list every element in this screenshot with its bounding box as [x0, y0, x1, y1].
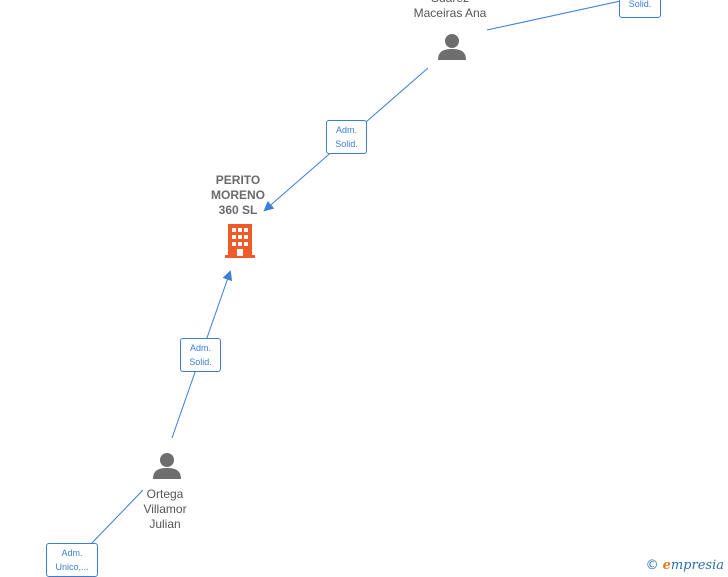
link-ortega-bottom-left — [89, 489, 144, 546]
brand-name: mpresia — [670, 558, 724, 573]
link-suarez-top-right — [486, 0, 626, 31]
relation-box-bottom-left[interactable]: Adm. Unico,... — [46, 543, 98, 577]
node-label-suarez[interactable]: Suarez Maceiras Ana — [413, 0, 487, 20]
node-label-company[interactable]: PERITO MORENO 360 SL — [211, 173, 265, 217]
relation-box-top-right[interactable]: Solid. — [619, 0, 661, 18]
person-icon[interactable] — [437, 33, 467, 61]
brand-initial: e — [662, 558, 671, 573]
relation-box-ortega-company[interactable]: Adm. Solid. — [180, 338, 221, 372]
node-label-ortega[interactable]: Ortega Villamor Julian — [143, 487, 187, 531]
person-icon[interactable] — [152, 452, 182, 480]
brand-watermark: ©empresia — [646, 558, 724, 573]
copyright-symbol: © — [645, 558, 659, 573]
building-icon[interactable] — [224, 222, 256, 258]
relation-box-suarez-company[interactable]: Adm. Solid. — [326, 120, 367, 154]
